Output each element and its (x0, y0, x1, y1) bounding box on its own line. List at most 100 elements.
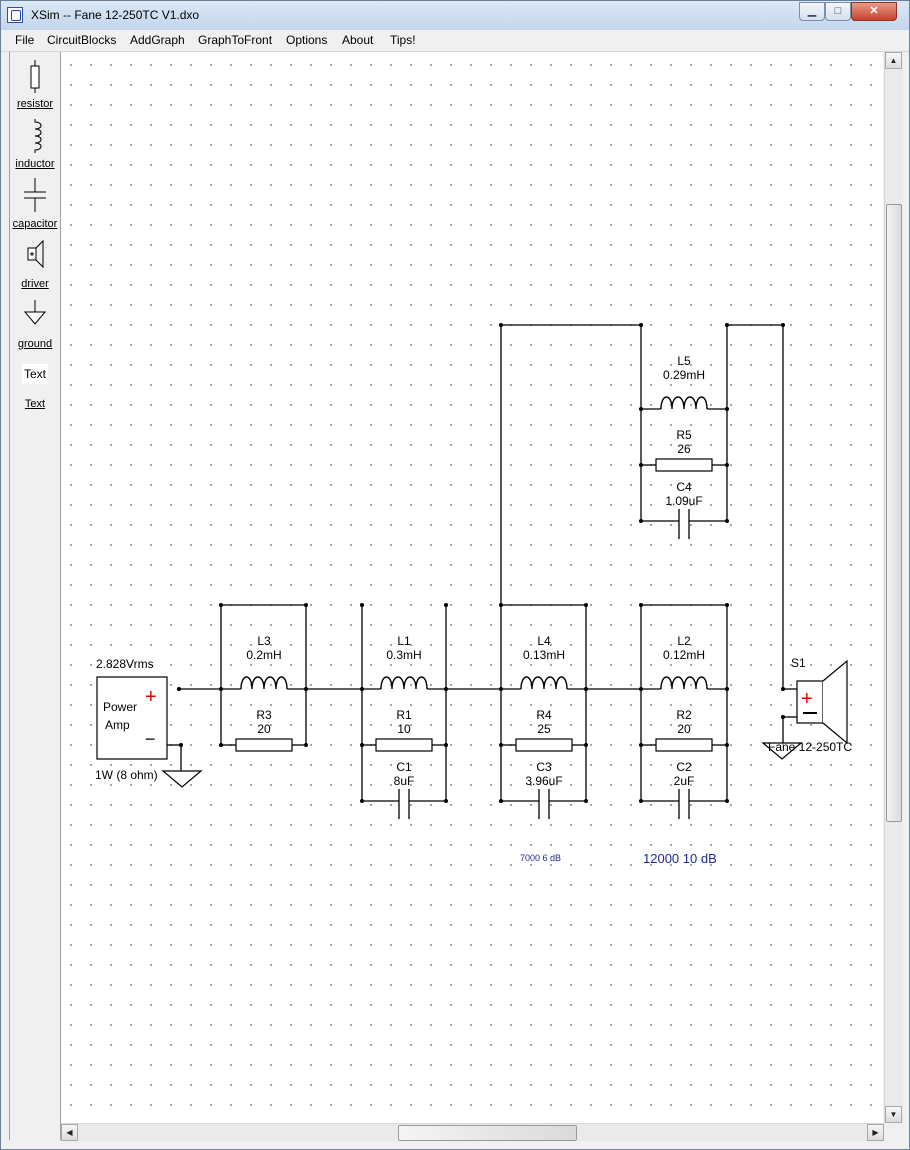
capacitor-c3[interactable] (538, 789, 550, 819)
l2-value: 0.12mH (663, 648, 705, 662)
tool-label: driver (21, 278, 49, 290)
c3-value: 3.96uF (525, 774, 562, 788)
scroll-up-button[interactable]: ▲ (885, 52, 902, 69)
note-small[interactable]: 7000 6 dB (520, 853, 561, 863)
scroll-corner (884, 1123, 902, 1140)
r2-name: R2 (676, 708, 692, 722)
c3-name: C3 (536, 760, 552, 774)
driver-icon (27, 239, 44, 269)
amp-label-line1: Power (103, 700, 137, 714)
r1-name: R1 (396, 708, 412, 722)
capacitor-c2[interactable] (678, 789, 690, 819)
menu-about[interactable]: About (342, 33, 374, 47)
tool-label: inductor (15, 158, 55, 170)
close-button[interactable]: ✕ (851, 2, 897, 21)
r5-value: 26 (677, 442, 691, 456)
resistor-r3[interactable] (235, 738, 293, 752)
inductor-l3[interactable] (240, 676, 288, 690)
resistor-icon (30, 60, 40, 93)
l5-value: 0.29mH (663, 368, 705, 382)
junction-dots (177, 323, 785, 803)
resistor-r1[interactable] (375, 738, 433, 752)
c4-value: 1.09uF (665, 494, 702, 508)
r5-name: R5 (676, 428, 692, 442)
inductor-icon (34, 119, 42, 153)
title-bar[interactable]: XSim -- Fane 12-250TC V1.dxo ▁ □ ✕ (1, 1, 909, 30)
tool-ground[interactable]: ground (10, 298, 60, 354)
schematic-canvas[interactable] (61, 52, 883, 1123)
resistor-r5[interactable] (655, 458, 713, 472)
note-big[interactable]: 12000 10 dB (643, 851, 717, 866)
menu-graphtofront[interactable]: GraphToFront (198, 33, 273, 47)
power-amp[interactable]: Power Amp + − (96, 676, 168, 760)
tool-text[interactable]: Text Text (10, 358, 60, 414)
amp-voltage: 2.828Vrms (96, 657, 154, 671)
menu-options[interactable]: Options (286, 33, 328, 47)
c4-name: C4 (676, 480, 692, 494)
tool-label: ground (17, 338, 53, 350)
window-title: XSim -- Fane 12-250TC V1.dxo (31, 8, 200, 22)
maximize-button[interactable]: □ (825, 2, 851, 21)
r4-value: 25 (537, 722, 551, 736)
l4-name: L4 (537, 634, 551, 648)
resistor-r4[interactable] (515, 738, 573, 752)
component-toolbox: resistor inductor capacitor driver groun… (9, 52, 61, 1140)
r2-value: 20 (677, 722, 691, 736)
xsim-app-icon[interactable] (7, 7, 23, 23)
menu-file[interactable]: File (15, 33, 35, 47)
tool-label: Text (24, 398, 46, 410)
l1-name: L1 (397, 634, 411, 648)
wires (167, 324, 797, 802)
inductor-l4[interactable] (520, 676, 568, 690)
l5-name: L5 (677, 354, 691, 368)
tool-resistor[interactable]: resistor (10, 58, 60, 114)
horizontal-scroll-thumb[interactable] (398, 1125, 577, 1141)
minimize-button[interactable]: ▁ (799, 2, 825, 21)
c2-value: 2uF (674, 774, 695, 788)
menu-addgraph[interactable]: AddGraph (130, 33, 185, 47)
capacitor-icon (24, 178, 46, 212)
schematic: Power Amp + − 2.828Vrms 1W (8 ohm) + S1 … (95, 323, 852, 866)
capacitor-c1[interactable] (398, 789, 410, 819)
driver-plus-terminal: + (801, 688, 813, 710)
driver-s1[interactable]: + (796, 659, 848, 745)
scroll-left-button[interactable]: ◀ (61, 1124, 78, 1141)
scroll-right-button[interactable]: ▶ (867, 1124, 884, 1141)
ground-icon (23, 300, 47, 325)
resistor-r2[interactable] (655, 738, 713, 752)
r3-name: R3 (256, 708, 272, 722)
amp-plus-terminal: + (145, 686, 157, 708)
menu-circuitblocks[interactable]: CircuitBlocks (47, 33, 117, 47)
r3-value: 20 (257, 722, 271, 736)
inductor-l1[interactable] (380, 676, 428, 690)
vertical-scroll-thumb[interactable] (886, 204, 902, 822)
menu-tips[interactable]: Tips! (390, 33, 416, 47)
tool-inductor[interactable]: inductor (10, 118, 60, 174)
ground-symbol-amp[interactable] (161, 770, 203, 788)
amp-minus-terminal: − (145, 729, 156, 749)
l3-value: 0.2mH (246, 648, 281, 662)
tool-capacitor[interactable]: capacitor (10, 178, 60, 234)
l2-name: L2 (677, 634, 691, 648)
c1-name: C1 (396, 760, 412, 774)
scroll-down-button[interactable]: ▼ (885, 1106, 902, 1123)
tool-driver[interactable]: driver (10, 238, 60, 294)
inductor-l2[interactable] (660, 676, 708, 690)
r1-value: 10 (397, 722, 411, 736)
amp-power-rating: 1W (8 ohm) (95, 768, 158, 782)
tool-label: capacitor (12, 218, 58, 230)
driver-name: S1 (791, 656, 806, 670)
tool-label: resistor (16, 98, 54, 110)
vertical-scrollbar[interactable]: ▲ ▼ (884, 52, 903, 1123)
capacitor-c4[interactable] (678, 509, 690, 539)
ground-symbol-driver[interactable] (761, 742, 803, 760)
l3-name: L3 (257, 634, 271, 648)
c2-name: C2 (676, 760, 692, 774)
horizontal-scrollbar[interactable]: ◀ ▶ (61, 1123, 884, 1141)
inductor-l5[interactable] (660, 396, 708, 410)
l4-value: 0.13mH (523, 648, 565, 662)
l1-value: 0.3mH (386, 648, 421, 662)
text-icon: Text (22, 364, 48, 384)
c1-value: 8uF (394, 774, 415, 788)
